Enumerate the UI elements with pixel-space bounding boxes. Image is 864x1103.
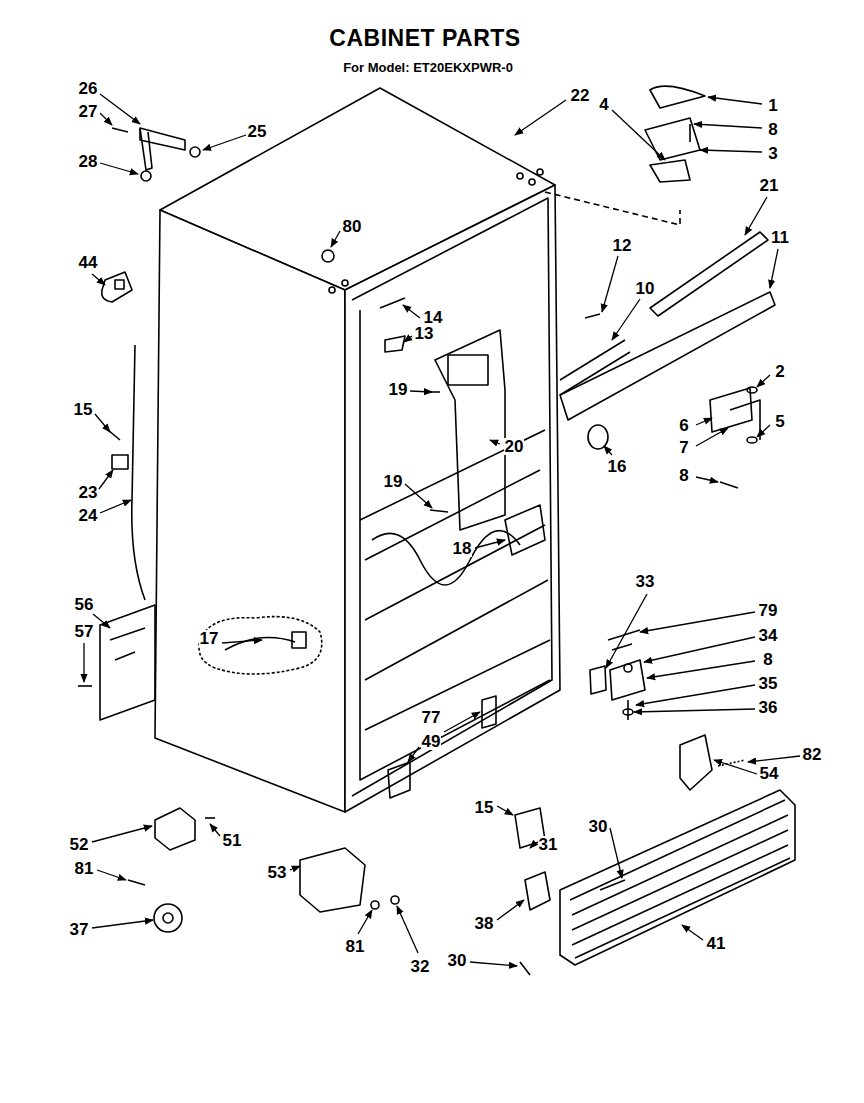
callout-number: 3: [767, 145, 778, 162]
callout-number: 31: [538, 836, 559, 853]
callout-number: 51: [222, 832, 243, 849]
callout-number: 41: [706, 935, 727, 952]
callout-number: 12: [612, 237, 633, 254]
callout-number: 14: [423, 309, 444, 326]
callout-number: 37: [69, 921, 90, 938]
callout-number: 19: [388, 381, 409, 398]
callout-number: 11: [770, 229, 790, 246]
callout-number: 56: [74, 596, 95, 613]
callout-number: 30: [447, 952, 468, 969]
callout-number: 80: [342, 218, 363, 235]
callout-number: 27: [78, 103, 99, 120]
callout-number: 21: [759, 177, 780, 194]
callout-number: 16: [607, 458, 628, 475]
callout-number: 81: [74, 860, 95, 877]
callout-number: 82: [802, 746, 823, 763]
callout-number: 24: [78, 507, 99, 524]
callout-number: 4: [598, 96, 609, 113]
callout-number: 6: [678, 417, 689, 434]
callout-number: 30: [588, 818, 609, 835]
callout-number: 53: [267, 864, 288, 881]
callout-number: 25: [247, 123, 268, 140]
callout-number: 8: [767, 121, 778, 138]
callout-number: 38: [474, 915, 495, 932]
callout-number: 13: [414, 325, 435, 342]
callout-number: 26: [78, 80, 99, 97]
callout-number: 18: [452, 540, 473, 557]
callout-number: 15: [474, 799, 495, 816]
callout-number: 22: [570, 87, 591, 104]
callout-number: 81: [345, 938, 366, 955]
callout-number: 7: [678, 439, 689, 456]
callout-number: 10: [635, 280, 656, 297]
callout-number: 32: [410, 958, 431, 975]
callout-number: 79: [758, 602, 779, 619]
callout-number: 19: [383, 473, 404, 490]
callout-number: 57: [74, 623, 95, 640]
callout-number: 36: [758, 699, 779, 716]
callout-number: 15: [73, 401, 94, 418]
callout-number: 77: [421, 709, 442, 726]
callout-number: 33: [635, 573, 656, 590]
callout-number: 28: [78, 153, 99, 170]
callout-number: 23: [78, 484, 99, 501]
callout-number: 44: [78, 254, 99, 271]
callout-number: 52: [69, 836, 90, 853]
callout-number: 5: [774, 413, 785, 430]
callout-number: 20: [504, 438, 525, 455]
callout-number: 34: [758, 627, 779, 644]
callout-number: 49: [421, 733, 442, 750]
callout-number: 8: [762, 651, 773, 668]
diagram-title: CABINET PARTS: [329, 27, 520, 50]
callout-number: 35: [758, 675, 779, 692]
callout-number: 8: [678, 467, 689, 484]
callout-number: 54: [759, 765, 780, 782]
callout-number: 1: [767, 97, 778, 114]
model-caption: For Model: ET20EKXPWR-0: [343, 61, 513, 74]
callout-number: 2: [774, 363, 785, 380]
callout-number: 17: [199, 630, 220, 647]
